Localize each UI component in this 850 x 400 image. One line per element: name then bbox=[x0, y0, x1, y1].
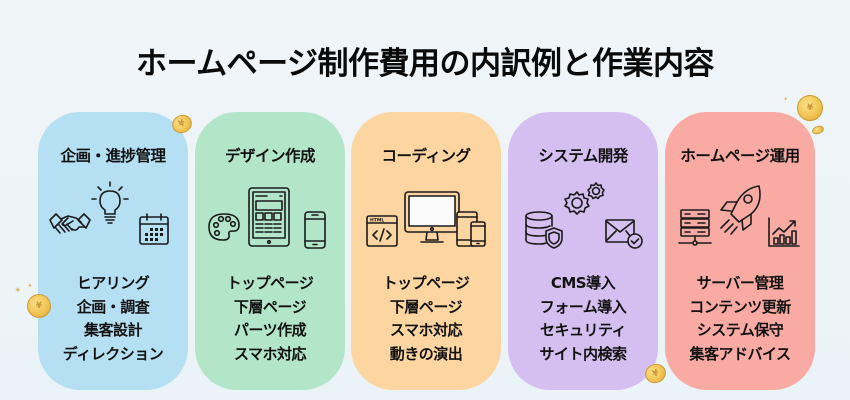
card-item: 企画・調査 bbox=[76, 297, 150, 316]
sparkle-icon: ✦ bbox=[783, 96, 789, 103]
card-item: スマホ対応 bbox=[233, 344, 307, 363]
card-item: フォーム導入 bbox=[539, 297, 627, 316]
calendar-icon bbox=[139, 213, 169, 245]
card-icons bbox=[38, 181, 188, 257]
card-item: パーツ作成 bbox=[233, 321, 307, 339]
card-icons bbox=[665, 182, 815, 257]
card-item: トップページ bbox=[382, 274, 470, 292]
card-system: システム開発 CMS導入 フォーム導入 セキュリティ サイ bbox=[508, 112, 658, 390]
card-title: 企画・進捗管理 bbox=[60, 147, 166, 165]
rocket-icon bbox=[720, 185, 761, 235]
card-item: ディレクション bbox=[62, 344, 164, 363]
card-coding: コーディング HTML トップページ 下層ページ スマホ対応 動きの演出 bbox=[351, 112, 501, 390]
card-items: トップページ 下層ページ スマホ対応 動きの演出 bbox=[351, 272, 501, 366]
lightbulb-icon bbox=[91, 181, 129, 224]
card-item: コンテンツ更新 bbox=[689, 297, 791, 316]
card-item: スマホ対応 bbox=[389, 321, 463, 339]
html-code-window-icon: HTML bbox=[366, 215, 398, 247]
card-item: 下層ページ bbox=[233, 297, 307, 316]
sparkle-icon: ✦ bbox=[14, 286, 22, 296]
card-item: トップページ bbox=[226, 274, 314, 292]
desktop-monitor-icon bbox=[404, 191, 460, 243]
card-item: 集客アドバイス bbox=[689, 344, 791, 363]
card-icons bbox=[195, 182, 345, 257]
card-item: 集客設計 bbox=[83, 321, 143, 339]
card-item: セキュリティ bbox=[539, 321, 627, 339]
card-item: サーバー管理 bbox=[696, 274, 784, 292]
card-item: ヒアリング bbox=[76, 274, 150, 292]
tablet-wireframe-icon bbox=[248, 187, 290, 247]
card-title: システム開発 bbox=[538, 147, 628, 165]
card-items: CMS導入 フォーム導入 セキュリティ サイト内検索 bbox=[508, 272, 658, 366]
svg-text:HTML: HTML bbox=[370, 218, 384, 224]
card-operation: ホームページ運用 サーバー管理 コンテンツ更新 システム保守 集客アドバイス bbox=[665, 112, 815, 390]
page-title: ホームページ制作費用の内訳例と作業内容 bbox=[136, 46, 714, 82]
smartphone-icon bbox=[304, 211, 326, 249]
card-item: CMS導入 bbox=[550, 274, 616, 292]
card-title: デザイン作成 bbox=[224, 147, 316, 165]
card-design: デザイン作成 トップページ 下層ページ パーツ作成 スマホ対応 bbox=[195, 112, 345, 390]
sparkle-icon: ✦ bbox=[27, 282, 33, 290]
handshake-icon bbox=[49, 213, 91, 234]
card-items: サーバー管理 コンテンツ更新 システム保守 集客アドバイス bbox=[665, 272, 815, 366]
yen-coin-icon: ¥ bbox=[797, 95, 823, 121]
database-shield-icon bbox=[525, 211, 563, 249]
server-icon bbox=[678, 209, 712, 246]
card-title: ホームページ運用 bbox=[680, 147, 800, 165]
card-item: 下層ページ bbox=[389, 297, 463, 316]
card-item: 動きの演出 bbox=[389, 344, 463, 363]
card-items: ヒアリング 企画・調査 集客設計 ディレクション bbox=[38, 272, 188, 366]
card-icons bbox=[508, 182, 658, 257]
growth-chart-icon bbox=[768, 217, 800, 247]
gears-icon bbox=[564, 182, 605, 215]
tablet-phone-icon bbox=[456, 211, 486, 247]
mail-check-icon bbox=[605, 219, 643, 249]
card-item: システム保守 bbox=[696, 321, 784, 339]
palette-icon bbox=[208, 213, 240, 241]
card-icons: HTML bbox=[351, 182, 501, 257]
yen-coin-icon: ¥ bbox=[27, 294, 51, 318]
card-item: サイト内検索 bbox=[539, 344, 627, 363]
card-planning: 企画・進捗管理 ヒアリング 企画・調査 集客設計 ディレクション bbox=[38, 112, 188, 390]
card-title: コーディング bbox=[381, 147, 471, 165]
cost-breakdown-cards: 企画・進捗管理 ヒアリング 企画・調査 集客設計 ディレクション bbox=[38, 112, 818, 390]
card-items: トップページ 下層ページ パーツ作成 スマホ対応 bbox=[195, 272, 345, 366]
